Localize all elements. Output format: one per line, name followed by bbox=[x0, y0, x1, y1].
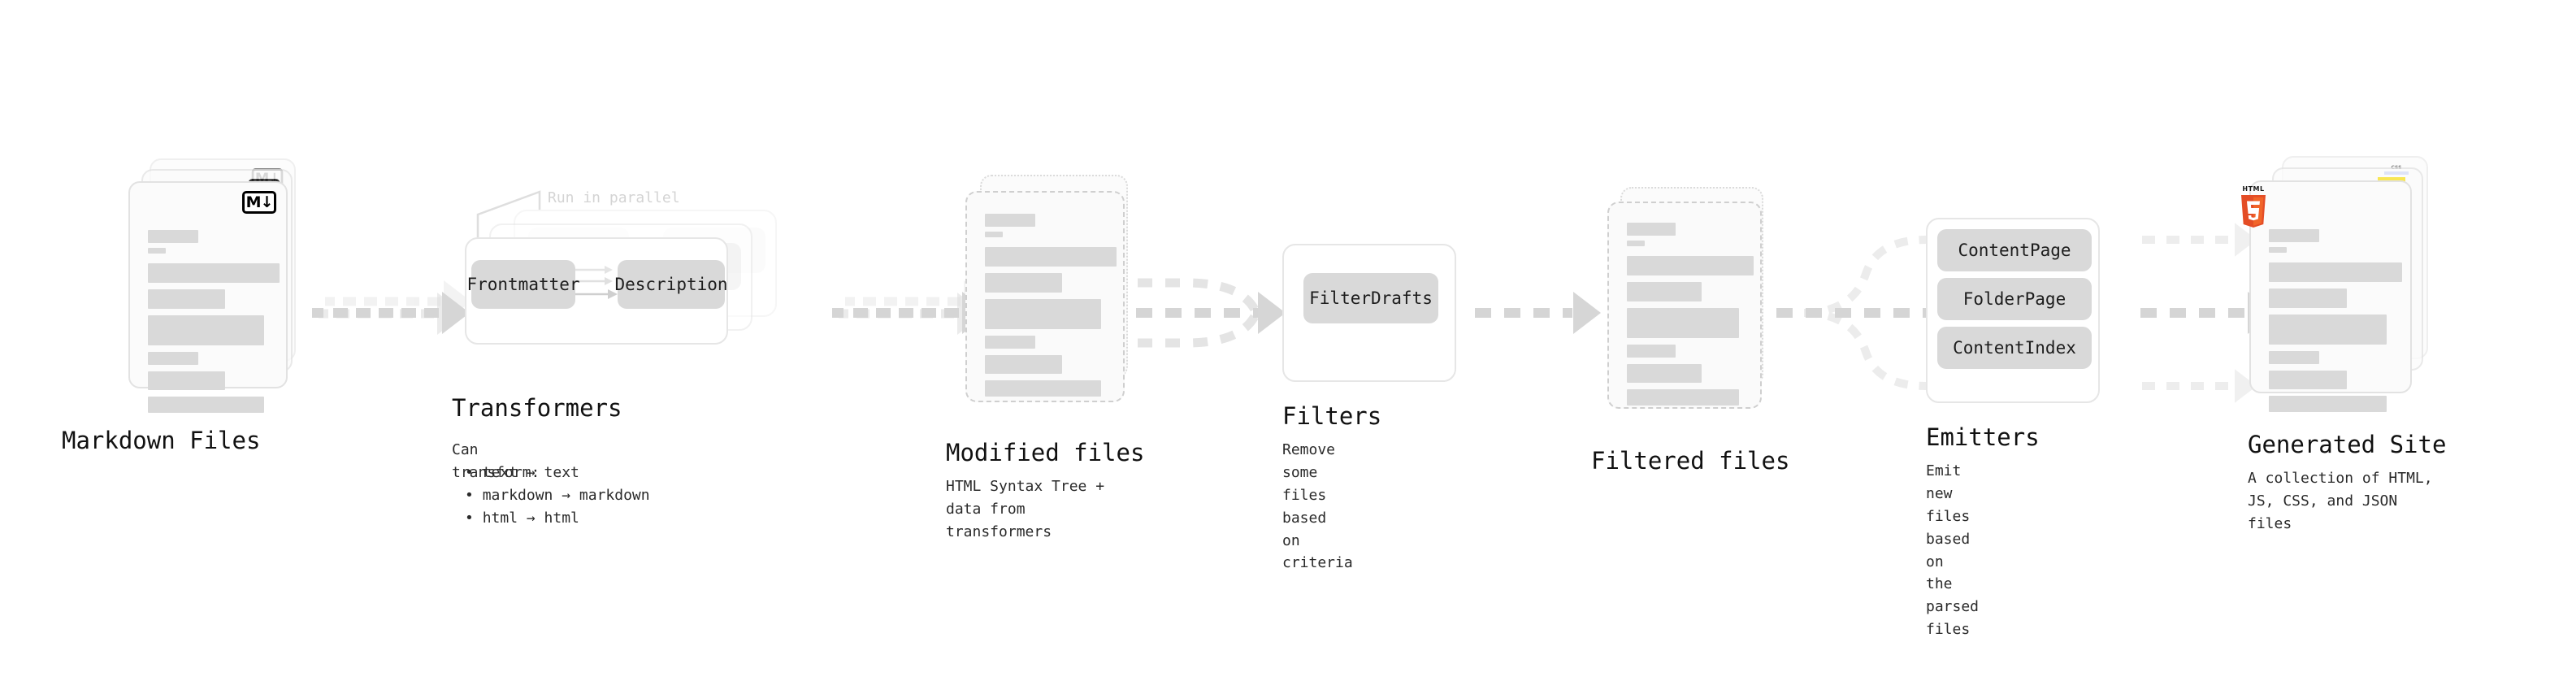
connector-filters-to-filtered bbox=[1475, 292, 1601, 334]
stage-title-markdown-files: Markdown Files bbox=[62, 427, 261, 454]
stage-title-filtered-files: Filtered files bbox=[1591, 447, 1790, 475]
doc-line bbox=[985, 355, 1062, 374]
doc-line bbox=[1627, 364, 1702, 383]
doc-line bbox=[1627, 241, 1645, 246]
transformers-bullet-item: text → text bbox=[465, 462, 650, 484]
stage-filtered-files: Filtered files bbox=[1591, 187, 1789, 475]
doc-line bbox=[2269, 371, 2347, 389]
doc-line bbox=[2269, 396, 2387, 412]
stage-title-generated-site: Generated Site bbox=[2248, 431, 2447, 458]
run-in-parallel-label: Run in parallel bbox=[548, 189, 680, 206]
filters-panel[interactable]: FilterDrafts bbox=[1282, 244, 1456, 382]
doc-line bbox=[1627, 389, 1739, 406]
stage-generated-site: CSS HTML bbox=[2240, 156, 2446, 532]
doc-line bbox=[148, 371, 225, 390]
markdown-icon: M↓ bbox=[242, 191, 276, 214]
filter-chip-filterdrafts[interactable]: FilterDrafts bbox=[1303, 273, 1438, 323]
doc-line bbox=[2269, 351, 2319, 364]
doc-line bbox=[2269, 262, 2402, 282]
doc-line bbox=[2269, 247, 2287, 253]
stage-title-filters: Filters bbox=[1282, 402, 1382, 430]
generated-card-front: HTML bbox=[2241, 180, 2412, 412]
doc-line bbox=[985, 336, 1035, 349]
transformer-chip-description[interactable]: Description bbox=[614, 260, 728, 309]
filters-description: Remove some files based on criteria bbox=[1282, 441, 1353, 572]
filtered-doc-stack bbox=[1599, 187, 1778, 409]
doc-line bbox=[1627, 223, 1676, 236]
doc-line bbox=[148, 263, 280, 283]
doc-line bbox=[148, 248, 166, 254]
doc-line bbox=[1627, 345, 1676, 358]
html5-icon: HTML bbox=[2240, 185, 2267, 231]
markdown-card-front: M↓ bbox=[128, 181, 288, 413]
emitter-chip-contentindex[interactable]: ContentIndex bbox=[1937, 327, 2092, 369]
transformers-bullet-item: markdown → markdown bbox=[465, 484, 650, 507]
transformers-bullet-list: text → text markdown → markdown html → h… bbox=[465, 462, 650, 530]
doc-line bbox=[148, 289, 225, 309]
stage-title-transformers: Transformers bbox=[452, 394, 622, 422]
doc-skeleton-lines bbox=[2269, 229, 2402, 412]
modified-card-front bbox=[965, 191, 1125, 402]
stage-markdown-files: M↓ M↓ M↓ Markdown Files bbox=[62, 158, 301, 454]
html5-icon-label: HTML bbox=[2242, 185, 2265, 193]
doc-line bbox=[985, 273, 1062, 293]
stage-title-modified-files: Modified files bbox=[946, 439, 1145, 466]
doc-line bbox=[985, 214, 1035, 227]
transformer-panel-front[interactable]: Frontmatter Description bbox=[465, 237, 728, 345]
doc-line bbox=[1627, 282, 1702, 301]
generated-site-description: A collection of HTML, JS, CSS, and JSON … bbox=[2248, 470, 2433, 532]
modified-doc-stack bbox=[959, 175, 1138, 402]
filtered-card-front bbox=[1607, 202, 1762, 409]
doc-line bbox=[148, 230, 198, 243]
doc-line bbox=[2269, 314, 2387, 345]
doc-line bbox=[1627, 308, 1739, 338]
stage-title-emitters: Emitters bbox=[1926, 423, 2040, 451]
connector-modified-to-filters bbox=[1136, 278, 1286, 348]
doc-line bbox=[985, 380, 1101, 397]
doc-line bbox=[148, 352, 198, 365]
doc-line bbox=[985, 232, 1003, 237]
markdown-doc-stack: M↓ M↓ M↓ bbox=[122, 158, 301, 413]
emitters-description: Emit new files based on the parsed files bbox=[1926, 462, 1980, 639]
emitter-chip-contentpage[interactable]: ContentPage bbox=[1937, 229, 2092, 271]
doc-line bbox=[2269, 229, 2319, 242]
transformer-inner-arrows bbox=[574, 266, 618, 299]
transformers-bullet-item: html → html bbox=[465, 507, 650, 530]
stage-modified-files: Modified files HTML Syntax Tree + data f… bbox=[946, 175, 1144, 540]
emitter-chip-folderpage[interactable]: FolderPage bbox=[1937, 278, 2092, 320]
modified-files-description: HTML Syntax Tree + data from transformer… bbox=[946, 478, 1105, 540]
doc-line bbox=[2269, 288, 2347, 308]
emitters-panel[interactable]: ContentPage FolderPage ContentIndex bbox=[1926, 218, 2100, 403]
doc-skeleton-lines bbox=[985, 214, 1117, 397]
doc-skeleton-lines bbox=[1627, 223, 1754, 406]
doc-line bbox=[148, 397, 264, 413]
generated-doc-stack: CSS HTML bbox=[2240, 156, 2435, 412]
doc-line bbox=[1627, 256, 1754, 275]
doc-line bbox=[148, 315, 264, 345]
connector-md-to-transformers bbox=[312, 280, 471, 335]
html5-icon-shield bbox=[2241, 195, 2266, 228]
doc-skeleton-lines bbox=[148, 230, 280, 413]
run-in-parallel-bracket bbox=[476, 190, 541, 242]
doc-line bbox=[985, 299, 1101, 329]
doc-line bbox=[985, 247, 1117, 267]
transformer-chip-frontmatter[interactable]: Frontmatter bbox=[466, 260, 580, 309]
